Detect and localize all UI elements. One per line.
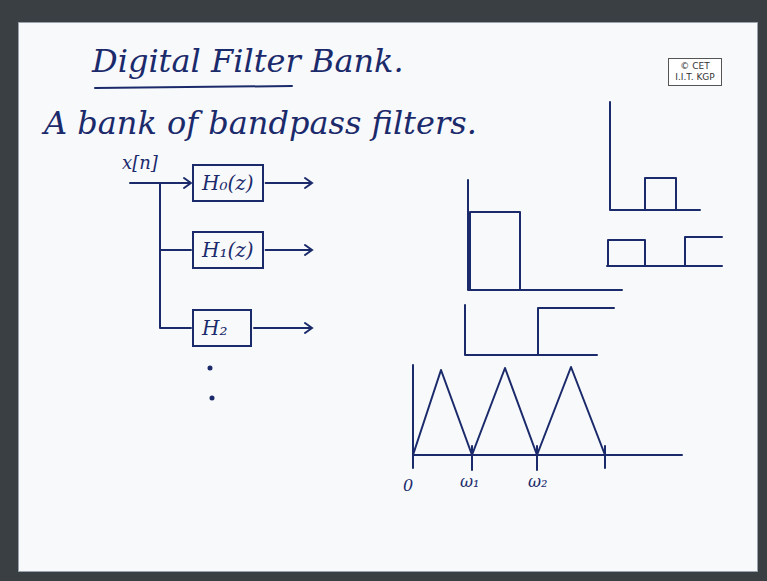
watermark: © CET I.I.T. KGP [668, 58, 722, 86]
filter-box: H₂ [192, 309, 252, 347]
filter-box: H₀(z) [192, 164, 264, 202]
triangular-responses [413, 367, 605, 455]
title-text: Digital Filter Bank. [92, 42, 404, 80]
continuation-dot [211, 397, 214, 400]
signal-name: x[n] [122, 152, 158, 173]
bandpass-response [645, 178, 676, 210]
bandpass-axes [610, 102, 700, 210]
title-underline [95, 86, 292, 88]
axis-label: ω₂ [528, 472, 547, 491]
filter-name: H₁(z) [202, 238, 254, 262]
filter-name: H₂ [202, 316, 227, 340]
axis-label: 0 [403, 476, 413, 495]
filterbank-axes [413, 365, 682, 468]
branch-wire [160, 249, 191, 251]
output-arrow [266, 178, 312, 188]
filter-name: H₀(z) [202, 171, 254, 195]
lowpass-response [470, 212, 520, 290]
output-arrow [254, 323, 312, 333]
axis-label: ω₁ [460, 472, 479, 491]
output-arrow [266, 245, 312, 255]
lowpass-axes [468, 180, 622, 290]
branch-wire [160, 183, 191, 328]
highpass-response [538, 308, 614, 355]
input-arrowhead [184, 178, 191, 188]
filter-box: H₁(z) [192, 231, 264, 269]
continuation-dot [209, 367, 212, 370]
axis-tick [472, 446, 605, 470]
subtitle-text: A bank of bandpass filters. [44, 104, 477, 142]
highpass-axes [465, 305, 597, 355]
bandstop-response [608, 237, 722, 266]
bandstop-axis [607, 265, 722, 267]
